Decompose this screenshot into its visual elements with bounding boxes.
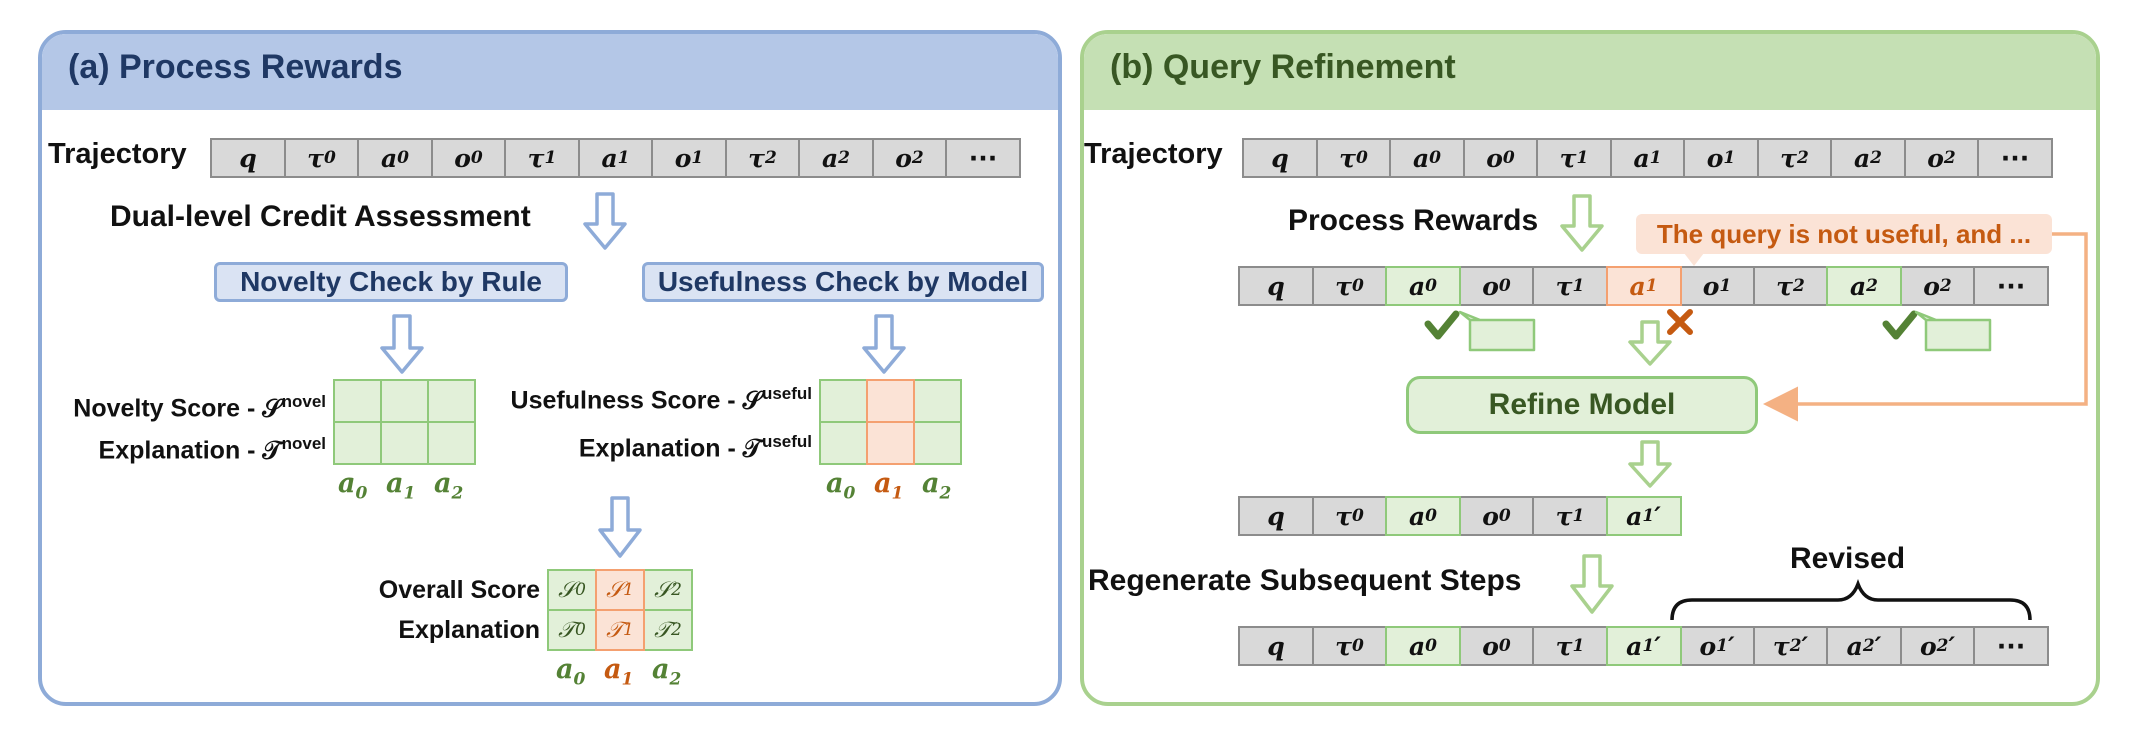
- trajectory-label-a: Trajectory: [48, 138, 187, 170]
- panel-b-title: (b) Query Refinement: [1110, 48, 1456, 86]
- down-arrow-icon: [1570, 554, 1614, 614]
- novelty-score-label: Novelty Score - 𝒮novel: [73, 392, 326, 423]
- trajectory-label-b: Trajectory: [1084, 138, 1223, 170]
- usefulness-check-box: Usefulness Check by Model: [642, 262, 1044, 302]
- novelty-score-grid: [332, 378, 477, 466]
- trajectory-cell: q: [210, 138, 286, 178]
- revised-label: Revised: [1790, 542, 1906, 575]
- down-arrow-icon: [583, 192, 627, 250]
- usefulness-score-grid: [818, 378, 963, 466]
- cross-icon: [1667, 309, 1693, 335]
- down-arrow-icon: [1628, 320, 1672, 366]
- novelty-action-label-1: a1: [386, 468, 416, 504]
- trajectory-cell: q: [1238, 496, 1314, 536]
- panel-a-header: (a) Process Rewards: [42, 34, 1058, 110]
- usefulness-score-label: Usefulness Score - 𝒮useful: [510, 384, 812, 415]
- process-rewards-label: Process Rewards: [1288, 204, 1539, 237]
- novelty-action-label-0: a0: [338, 468, 368, 504]
- down-arrow-icon: [862, 314, 906, 374]
- panel-a-title: (a) Process Rewards: [68, 48, 403, 86]
- down-arrow-icon: [1628, 440, 1672, 488]
- refine-model-box: Refine Model: [1406, 376, 1758, 434]
- novelty-explanation-label: Explanation - 𝒯novel: [98, 434, 326, 465]
- speech-bubble-icon: [1914, 310, 1992, 352]
- trajectory-cell: ···: [945, 138, 1021, 178]
- trajectory-cell: ···: [1977, 138, 2053, 178]
- overall-action-label-0: a0: [556, 654, 586, 690]
- check-icon: [1882, 310, 1918, 340]
- trajectory-cell: q: [1242, 138, 1318, 178]
- down-arrow-icon: [380, 314, 424, 374]
- speech-bubble-icon: [1458, 310, 1536, 352]
- trajectory-cell: q: [1238, 266, 1314, 306]
- check-icon: [1424, 310, 1460, 340]
- overall-action-label-2: a2: [652, 654, 682, 690]
- dual-level-label: Dual-level Credit Assessment: [110, 200, 531, 233]
- curly-brace-icon: [1670, 579, 2032, 621]
- usefulness-explanation-label: Explanation - 𝒯useful: [578, 432, 812, 463]
- query-feedback-bubble: The query is not useful, and ...: [1636, 214, 2052, 254]
- regenerate-label: Regenerate Subsequent Steps: [1088, 564, 1522, 597]
- usefulness-action-label-2: a2: [922, 468, 952, 504]
- novelty-action-label-2: a2: [434, 468, 464, 504]
- usefulness-action-label-1: a1: [874, 468, 904, 504]
- trajectory-cell: ···: [1973, 266, 2049, 306]
- trajectory-cell: ···: [1973, 626, 2049, 666]
- feedback-pointer: [1684, 253, 1704, 266]
- feedback-connector-arrow: [1763, 232, 2088, 422]
- overall-explanation-label: Explanation: [398, 616, 540, 644]
- overall-action-label-1: a1: [604, 654, 634, 690]
- usefulness-action-label-0: a0: [826, 468, 856, 504]
- novelty-check-box: Novelty Check by Rule: [214, 262, 568, 302]
- panel-b-header: (b) Query Refinement: [1084, 34, 2096, 110]
- down-arrow-icon: [1560, 194, 1604, 252]
- overall-score-label: Overall Score: [378, 576, 540, 604]
- down-arrow-icon: [598, 496, 642, 558]
